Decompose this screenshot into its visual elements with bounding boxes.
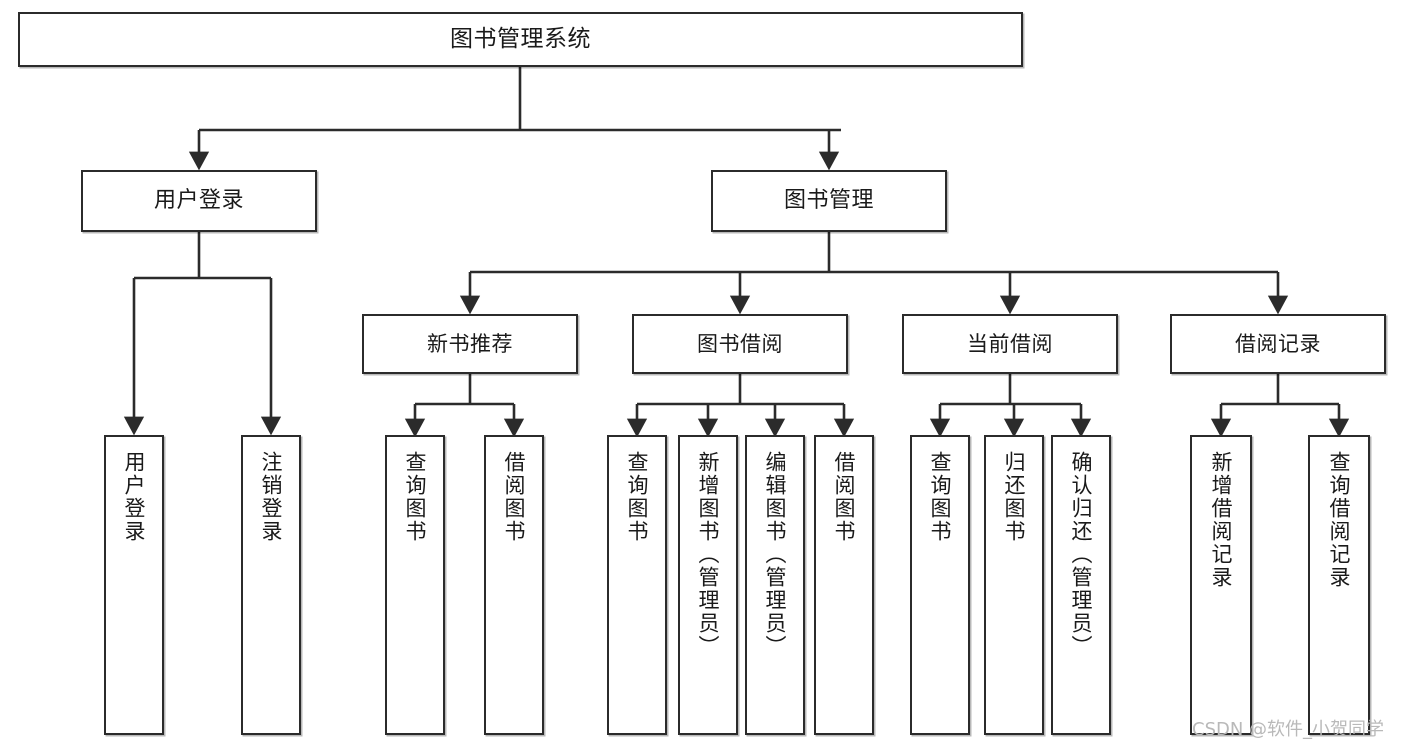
node-leaf-query-book-rec[interactable]: 查询图书 (385, 435, 445, 735)
node-current-borrow[interactable]: 当前借阅 (902, 314, 1118, 374)
node-leaf-logout[interactable]: 注销登录 (241, 435, 301, 735)
node-user-login-label: 用户登录 (153, 188, 244, 214)
node-leaf-query-book-bor[interactable]: 查询图书 (607, 435, 667, 735)
node-book-manage[interactable]: 图书管理 (711, 170, 947, 232)
node-leaf-query-book-bor-label: 查询图书 (625, 451, 650, 543)
node-new-book-rec-label: 新书推荐 (427, 331, 513, 356)
node-leaf-return-book[interactable]: 归还图书 (984, 435, 1044, 735)
node-leaf-query-record[interactable]: 查询借阅记录 (1308, 435, 1370, 735)
node-new-book-rec[interactable]: 新书推荐 (362, 314, 578, 374)
node-borrow-record[interactable]: 借阅记录 (1170, 314, 1386, 374)
node-leaf-confirm-return[interactable]: 确认归还（管理员） (1051, 435, 1111, 735)
node-root[interactable]: 图书管理系统 (18, 12, 1023, 67)
node-leaf-user-login[interactable]: 用户登录 (104, 435, 164, 735)
node-user-login[interactable]: 用户登录 (81, 170, 317, 232)
node-leaf-query-book-cur[interactable]: 查询图书 (910, 435, 970, 735)
node-leaf-query-book-cur-label: 查询图书 (928, 451, 953, 543)
node-leaf-return-book-label: 归还图书 (1002, 451, 1027, 543)
node-leaf-borrow-book-bor-label: 借阅图书 (832, 451, 857, 543)
node-book-borrow[interactable]: 图书借阅 (632, 314, 848, 374)
node-leaf-edit-book-label: 编辑图书（管理员） (763, 451, 788, 658)
node-borrow-record-label: 借阅记录 (1235, 331, 1321, 356)
node-current-borrow-label: 当前借阅 (967, 331, 1053, 356)
node-leaf-query-book-rec-label: 查询图书 (403, 451, 428, 543)
node-leaf-logout-label: 注销登录 (259, 451, 284, 543)
node-leaf-borrow-book-rec[interactable]: 借阅图书 (484, 435, 544, 735)
node-leaf-borrow-book-rec-label: 借阅图书 (502, 451, 527, 543)
node-leaf-query-record-label: 查询借阅记录 (1327, 451, 1352, 589)
node-leaf-user-login-label: 用户登录 (122, 451, 147, 543)
node-leaf-add-record-label: 新增借阅记录 (1209, 451, 1234, 589)
csdn-watermark: CSDN @软件_小贺同学 (1192, 719, 1385, 740)
node-leaf-add-record[interactable]: 新增借阅记录 (1190, 435, 1252, 735)
node-book-borrow-label: 图书借阅 (697, 331, 783, 356)
node-book-manage-label: 图书管理 (783, 188, 874, 214)
node-leaf-add-book[interactable]: 新增图书（管理员） (678, 435, 738, 735)
node-leaf-add-book-label: 新增图书（管理员） (696, 451, 721, 658)
node-leaf-borrow-book-bor[interactable]: 借阅图书 (814, 435, 874, 735)
node-leaf-confirm-return-label: 确认归还（管理员） (1069, 451, 1094, 658)
node-root-label: 图书管理系统 (450, 25, 591, 52)
node-leaf-edit-book[interactable]: 编辑图书（管理员） (745, 435, 805, 735)
